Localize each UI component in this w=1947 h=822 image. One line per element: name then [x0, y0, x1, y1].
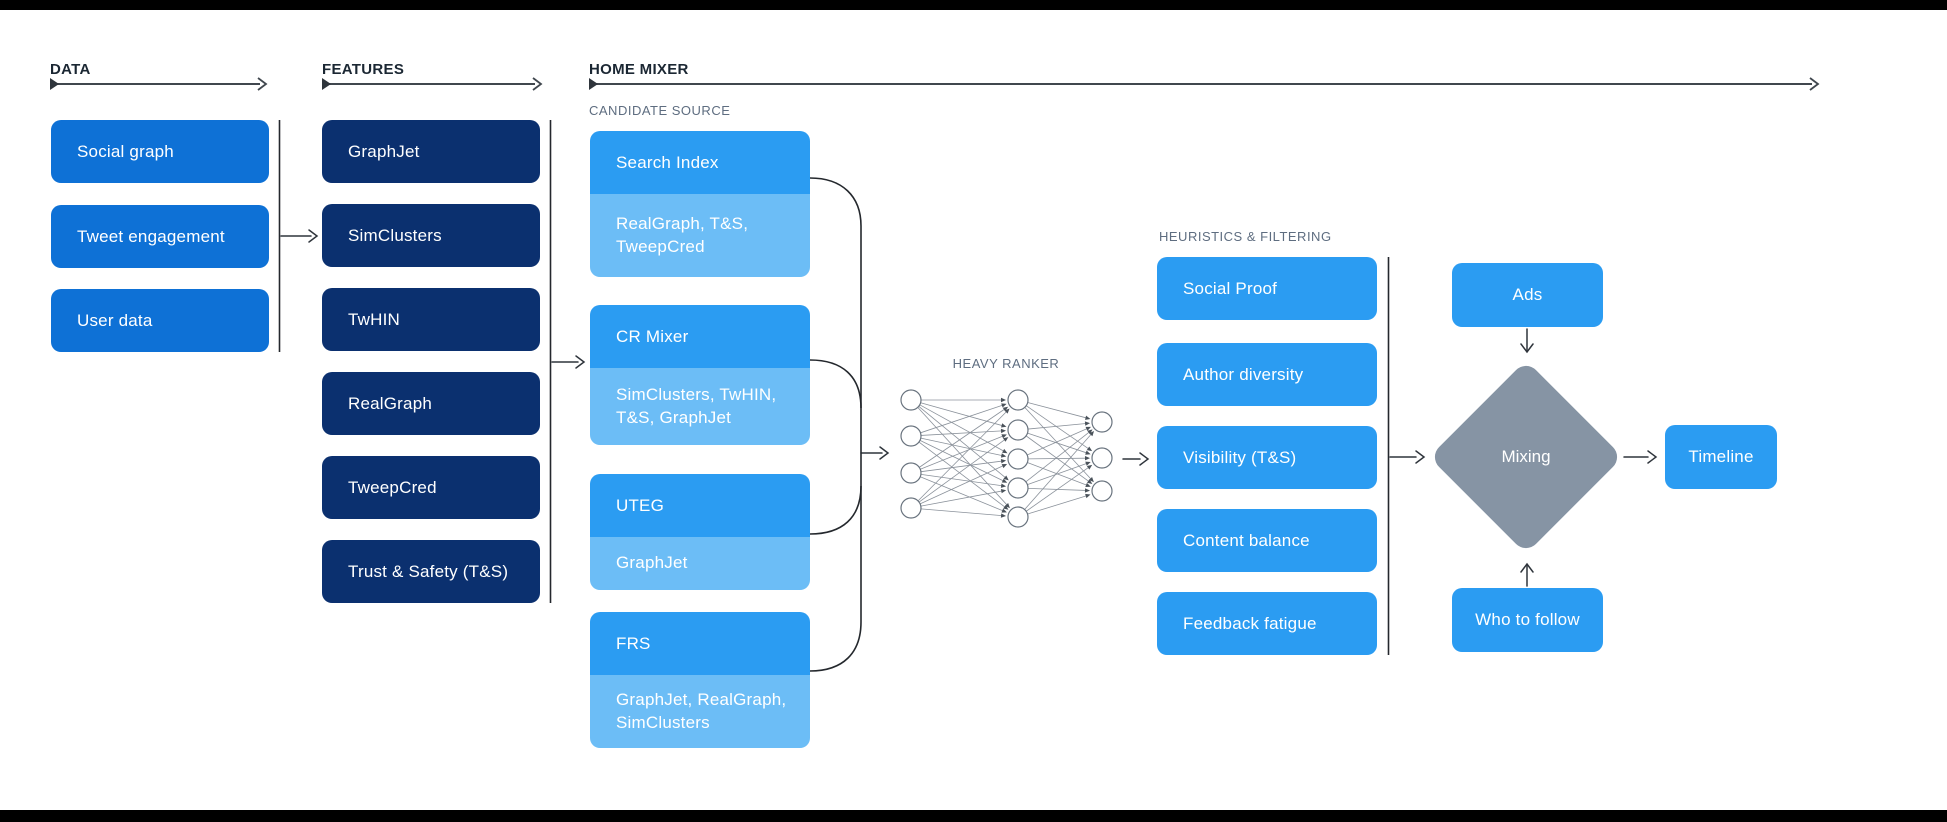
candidate-search-index: Search Index RealGraph, T&S, TweepCred: [590, 131, 810, 277]
candidate-name: UTEG: [590, 474, 810, 537]
candidate-frs: FRS GraphJet, RealGraph, SimClusters: [590, 612, 810, 748]
header-home-mixer: HOME MIXER: [589, 61, 689, 78]
network-node: [900, 462, 922, 484]
connector-search-index: [809, 177, 862, 227]
candidate-name: Search Index: [590, 131, 810, 194]
flow-arrows: [280, 229, 1658, 587]
network-node: [900, 425, 922, 447]
network-node: [1091, 480, 1113, 502]
network-node: [1007, 448, 1029, 470]
candidate-sources: GraphJet, RealGraph, SimClusters: [590, 675, 810, 748]
network-node: [1091, 411, 1113, 433]
who-to-follow-box: Who to follow: [1452, 588, 1603, 652]
network-node: [900, 497, 922, 519]
axis-start-markers: [50, 78, 598, 90]
candidate-sources: SimClusters, TwHIN, T&S, GraphJet: [590, 368, 810, 445]
heuristic-box-visibility: Visibility (T&S): [1157, 426, 1377, 489]
candidate-name: CR Mixer: [590, 305, 810, 368]
top-frame-bar: [0, 0, 1947, 10]
network-node: [1007, 389, 1029, 411]
label-heuristics-filtering: HEURISTICS & FILTERING: [1159, 229, 1332, 244]
section-axes: [52, 77, 1820, 91]
heuristic-box-content-balance: Content balance: [1157, 509, 1377, 572]
feature-box-simclusters: SimClusters: [322, 204, 540, 267]
candidate-sources: RealGraph, T&S, TweepCred: [590, 194, 810, 277]
candidate-uteg: UTEG GraphJet: [590, 474, 810, 590]
network-node: [1007, 419, 1029, 441]
candidate-name: FRS: [590, 612, 810, 675]
candidate-cr-mixer: CR Mixer SimClusters, TwHIN, T&S, GraphJ…: [590, 305, 810, 445]
heuristic-box-author-diversity: Author diversity: [1157, 343, 1377, 406]
mixing-diamond: [1434, 365, 1618, 549]
column-dividers: [278, 120, 1390, 655]
ads-box: Ads: [1452, 263, 1603, 327]
connector-uteg: [809, 485, 862, 535]
connector-cr-mixer: [809, 359, 862, 409]
network-node: [900, 389, 922, 411]
candidate-sources: GraphJet: [590, 537, 810, 590]
feature-box-tweepcred: TweepCred: [322, 456, 540, 519]
feature-box-graphjet: GraphJet: [322, 120, 540, 183]
feature-box-twhin: TwHIN: [322, 288, 540, 351]
network-node: [1007, 477, 1029, 499]
heavy-ranker-network: [900, 389, 1113, 528]
network-node: [1091, 447, 1113, 469]
network-node: [1007, 506, 1029, 528]
mixing-label: Mixing: [1501, 447, 1551, 466]
candidate-collector: [809, 177, 862, 672]
label-heavy-ranker: HEAVY RANKER: [952, 356, 1060, 371]
feature-box-realgraph: RealGraph: [322, 372, 540, 435]
timeline-box: Timeline: [1665, 425, 1777, 489]
header-features: FEATURES: [322, 61, 405, 78]
data-box-user-data: User data: [51, 289, 269, 352]
feature-box-trust-safety: Trust & Safety (T&S): [322, 540, 540, 603]
connector-frs: [809, 621, 862, 672]
bottom-frame-bar: [0, 810, 1947, 822]
label-candidate-source: CANDIDATE SOURCE: [589, 103, 731, 118]
header-data: DATA: [50, 61, 91, 78]
heuristic-box-social-proof: Social Proof: [1157, 257, 1377, 320]
heuristic-box-feedback-fatigue: Feedback fatigue: [1157, 592, 1377, 655]
data-box-social-graph: Social graph: [51, 120, 269, 183]
data-box-tweet-engagement: Tweet engagement: [51, 205, 269, 268]
